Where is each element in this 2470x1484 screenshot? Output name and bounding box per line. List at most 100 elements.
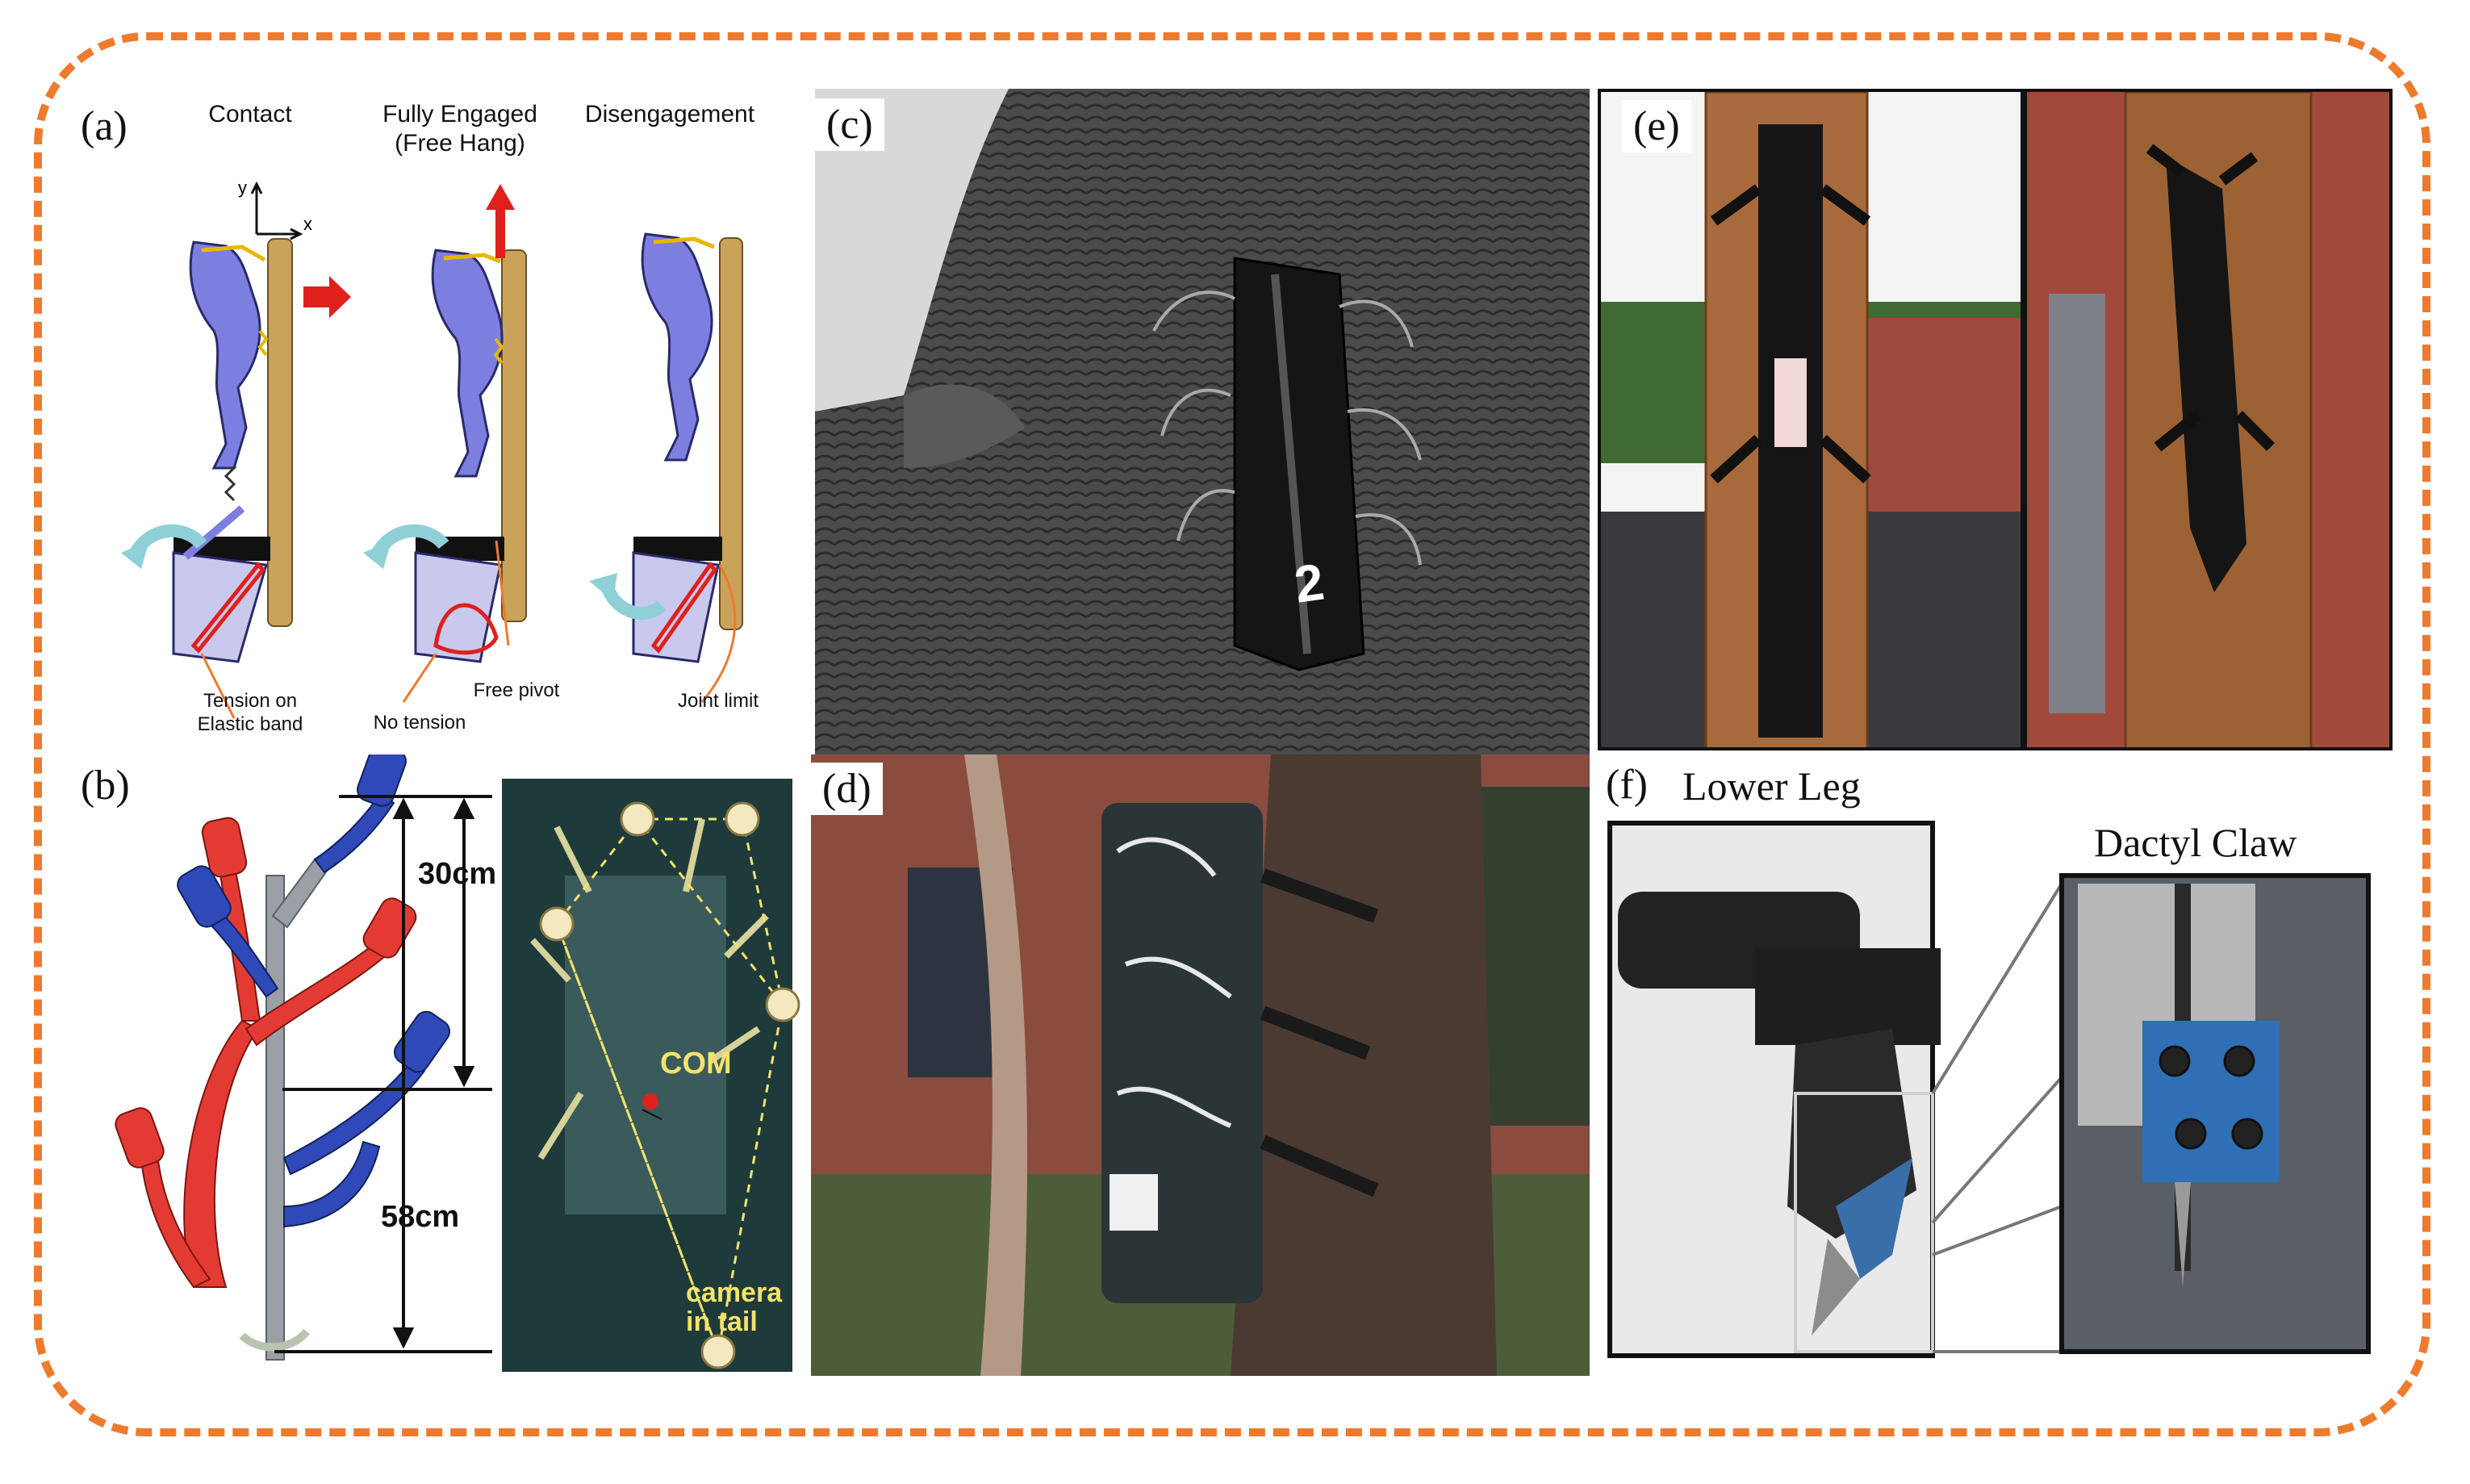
photo-e-right [2027,92,2389,747]
wall-surface [501,249,527,622]
force-arrow-left [303,276,351,318]
mechanism-contact [121,238,351,719]
zoom-lines [1931,882,2063,1353]
claw-linkage [431,249,504,478]
photo-c: 2 [815,89,1590,755]
panel-e-utility-pole-photos: (e) [1598,89,2393,750]
panel-b-leg-schematic: (b) [73,755,815,1384]
robot-legs [1260,868,1379,1198]
com-marker [642,1093,658,1110]
robot-body [565,876,726,1214]
climbing-robot [1101,803,1379,1303]
panel-f-tag: (f) [1606,762,1648,808]
photo-d [811,755,1590,1376]
chassis-stripe [1271,274,1311,654]
claw-tip [653,236,715,249]
dactyl-claw-label: Dactyl Claw [2094,820,2297,865]
claw-linkage [641,232,713,462]
com-label: COM [660,1047,732,1081]
robot-cables [1116,837,1232,1128]
doorway [2049,294,2105,713]
blue-claw-mount [2142,1021,2280,1182]
lever-body [172,551,268,663]
left-tree-trunk [964,755,1028,1376]
mechanism-disengagement [589,232,743,703]
panel-b-tag: (b) [81,763,130,809]
wall-surface [719,237,743,630]
spring-element [224,466,237,502]
support-polygon [555,817,784,1357]
leader-line-no-tension [402,653,437,703]
note-joint-limit: Joint limit [677,690,759,712]
robot-legs [530,818,769,1160]
sky-background [815,89,1009,412]
column-label-contact: Contact [208,101,292,127]
force-arrow-up [486,184,515,258]
panel-c-tree-climbing-photo: 2 (c) [815,89,1590,755]
slack-elastic-band [433,603,499,655]
dashed-border-frame [34,32,2430,1436]
compliant-pad [493,337,504,365]
note-tension-on-elastic-band: Tension on Elastic band [197,690,303,735]
blue-legs [177,755,450,1228]
robot-legs [2146,144,2275,452]
mechanism-drawing: y x [121,178,743,719]
com-pointer [642,1109,662,1120]
panel-a-mechanism-diagram: (a) Contact Fully Engaged (Free Hang) Di… [73,89,799,750]
mechanism-fully-engaged [363,184,527,703]
contact-markers [539,801,800,1369]
elastic-band [650,562,718,654]
leg-segment [1755,948,1941,1045]
photo-divider [2021,92,2027,747]
column-label-disengagement: Disengagement [584,101,755,127]
leg-drawing: 30cm 58cm [115,755,800,1372]
axis-y-label: y [238,178,247,198]
dimension-lines [274,795,492,1353]
panel-c-tag: (c) [815,98,884,152]
mount-screws [2159,1045,2263,1150]
dimension-58cm: 58cm [381,1200,459,1234]
note-free-pivot: Free pivot [473,679,560,701]
photo-e-left [1601,92,2021,747]
wall-surface [267,238,293,627]
dimension-30cm: 30cm [418,857,496,891]
column-label-fully-engaged: Fully Engaged (Free Hang) [382,101,537,157]
claw-plate [1836,1158,1912,1279]
tree-branch [904,384,1025,468]
xy-axes-icon [250,181,303,240]
panel-e-tag: (e) [1622,100,1691,153]
rotation-arrow-head [121,541,149,569]
elastic-band [190,562,266,654]
battery-pack [1110,1174,1158,1231]
robot-label-card [1774,358,1807,447]
photo-e [1601,92,2389,747]
compliant-pad [257,329,269,357]
robot-legs [1710,184,1871,484]
climbing-robot [1152,257,1422,671]
leader-line-tension [200,653,236,719]
lever-body [632,551,720,663]
robot-legs [1152,291,1422,566]
tree-trunk [1231,755,1497,1376]
claw-spine [1812,1239,1860,1336]
claw-tip [2175,1182,2191,1287]
leader-line-joint-limit [700,564,737,703]
robot-chassis [1233,257,1365,671]
claw-linkage [189,240,261,470]
camera-in-tail-label: camera in tail [686,1277,783,1337]
panel-f-claw-closeup: (f) Lower Leg Dactyl Claw [1594,755,2397,1384]
note-no-tension: No tension [373,712,466,734]
rotation-arrow-head [363,541,391,569]
rotation-arrow-head [589,573,617,601]
leader-line-free-pivot [495,540,510,646]
axis-x-label: x [303,214,312,234]
rotation-arrow [239,1328,310,1352]
central-body-strut [265,875,285,1361]
panel-d-robot-on-tree-photo: (d) [811,755,1590,1376]
robot-chassis [2166,157,2246,592]
photo-f [1607,821,2371,1358]
lever-arm [182,505,245,560]
robot-photo-b [502,779,800,1372]
lower-leg-label: Lower Leg [1682,763,1861,809]
claw-tip [201,245,266,262]
